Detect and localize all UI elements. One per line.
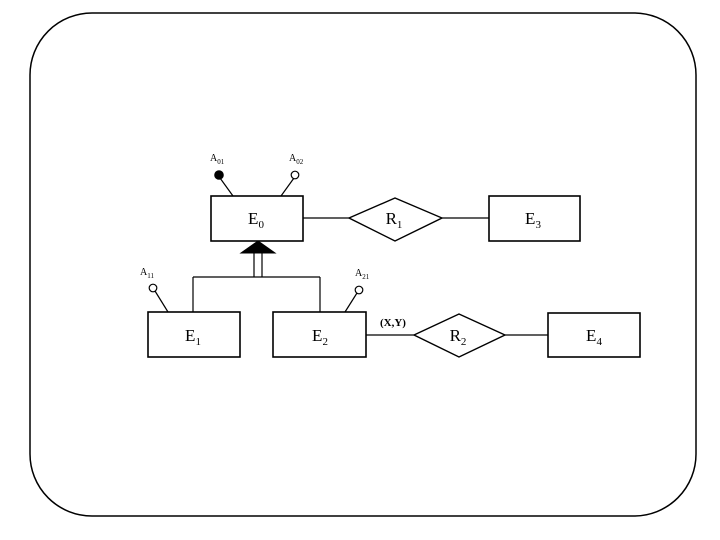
entity-e0 — [210, 195, 304, 242]
entity-e2 — [272, 311, 367, 358]
attribute-a21-label: A21 — [355, 268, 370, 281]
key-attribute-marker-a01 — [214, 170, 224, 180]
entity-e3-label: E3 — [525, 209, 541, 231]
relationship-r1-label: R1 — [386, 209, 403, 231]
attribute-a11-label: A11 — [140, 267, 154, 280]
a01-stem — [219, 177, 234, 197]
entity-e2-label: E2 — [312, 326, 328, 348]
entity-e3 — [488, 195, 581, 242]
outer-frame — [29, 12, 697, 517]
a21-stem — [344, 292, 358, 313]
relationship-r1 — [347, 197, 444, 242]
cardinality-e2-r2: (X,Y) — [380, 317, 406, 329]
attribute-a01-label: A01 — [210, 153, 225, 166]
attribute-a02-label: A02 — [289, 153, 304, 166]
a02-stem — [280, 177, 295, 197]
relationship-r2 — [412, 313, 507, 358]
relationship-r2-label: R2 — [450, 326, 467, 348]
isa-arrowhead — [239, 240, 277, 254]
attribute-marker-a21 — [354, 285, 364, 295]
entity-e0-label: E0 — [248, 209, 264, 231]
entity-e1 — [147, 311, 241, 358]
attribute-marker-a11 — [148, 283, 158, 293]
entity-e1-label: E1 — [185, 326, 201, 348]
connectors — [154, 177, 548, 336]
entity-e4 — [547, 312, 641, 358]
attribute-marker-a02 — [290, 170, 300, 180]
entity-e4-label: E4 — [586, 326, 602, 348]
a11-stem — [154, 290, 169, 313]
